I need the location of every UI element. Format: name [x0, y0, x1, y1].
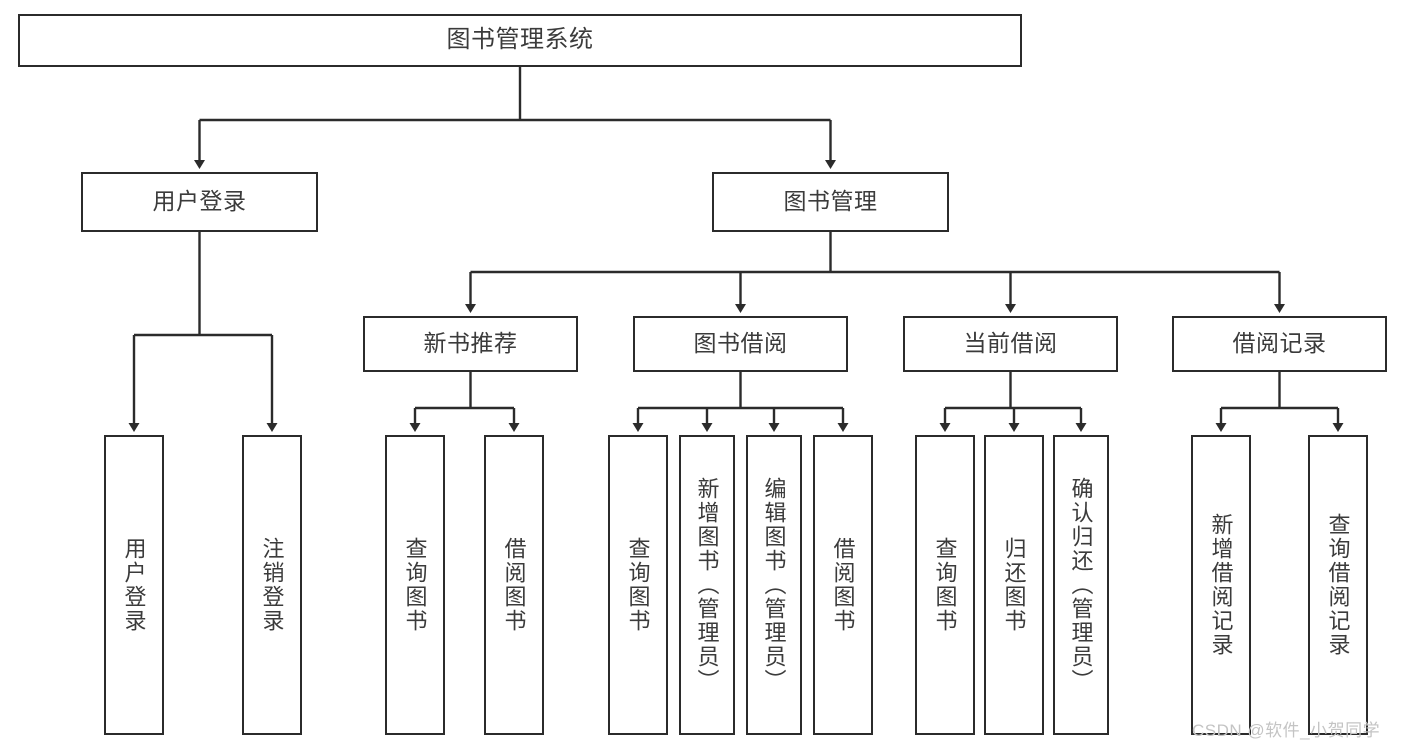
node-label-root: 图书管理系统: [446, 26, 594, 54]
node-l3-query-book-b[interactable]: 查询图书: [608, 435, 668, 735]
node-label-l3-borrow-book-a: 借阅图书: [501, 537, 527, 633]
node-l3-borrow-book-b[interactable]: 借阅图书: [813, 435, 873, 735]
node-label-l3-query-record: 查询借阅记录: [1325, 513, 1351, 657]
node-label-l2-borrow: 图书借阅: [693, 330, 788, 357]
node-label-l3-query-book-a: 查询图书: [402, 537, 428, 633]
node-l3-query-book-a[interactable]: 查询图书: [385, 435, 445, 735]
node-l3-confirm-return[interactable]: 确认归还（管理员）: [1053, 435, 1109, 735]
node-label-l3-confirm-return: 确认归还（管理员）: [1068, 477, 1094, 693]
node-l3-edit-book[interactable]: 编辑图书（管理员）: [746, 435, 802, 735]
node-l3-return-book[interactable]: 归还图书: [984, 435, 1044, 735]
node-label-l1-login: 用户登录: [152, 188, 247, 215]
node-label-l3-edit-book: 编辑图书（管理员）: [761, 477, 787, 693]
node-label-l2-new-book-rec: 新书推荐: [423, 330, 518, 357]
node-l2-borrow-record[interactable]: 借阅记录: [1172, 316, 1387, 372]
node-label-l3-return-book: 归还图书: [1001, 537, 1027, 633]
node-l3-query-record[interactable]: 查询借阅记录: [1308, 435, 1368, 735]
node-label-l3-add-record: 新增借阅记录: [1208, 513, 1234, 657]
node-label-l3-user-login: 用户登录: [121, 537, 147, 633]
node-l2-borrow[interactable]: 图书借阅: [633, 316, 848, 372]
node-l3-query-book-c[interactable]: 查询图书: [915, 435, 975, 735]
node-label-l3-query-book-c: 查询图书: [932, 537, 958, 633]
node-l2-new-book-rec[interactable]: 新书推荐: [363, 316, 578, 372]
node-l3-user-login[interactable]: 用户登录: [104, 435, 164, 735]
node-label-l1-book-mgmt: 图书管理: [783, 188, 878, 215]
node-l3-add-book[interactable]: 新增图书（管理员）: [679, 435, 735, 735]
node-root[interactable]: 图书管理系统: [18, 14, 1022, 67]
node-label-l2-borrow-record: 借阅记录: [1232, 330, 1327, 357]
node-l1-login[interactable]: 用户登录: [81, 172, 318, 232]
node-l3-logout[interactable]: 注销登录: [242, 435, 302, 735]
node-label-l3-logout: 注销登录: [259, 537, 285, 633]
node-l3-add-record[interactable]: 新增借阅记录: [1191, 435, 1251, 735]
watermark-label: CSDN @软件_小贺同学: [1192, 721, 1381, 740]
node-label-l3-add-book: 新增图书（管理员）: [694, 477, 720, 693]
node-label-l3-query-book-b: 查询图书: [625, 537, 651, 633]
node-l3-borrow-book-a[interactable]: 借阅图书: [484, 435, 544, 735]
node-l1-book-mgmt[interactable]: 图书管理: [712, 172, 949, 232]
node-label-l3-borrow-book-b: 借阅图书: [830, 537, 856, 633]
node-label-l2-current-borrow: 当前借阅: [963, 330, 1058, 357]
node-l2-current-borrow[interactable]: 当前借阅: [903, 316, 1118, 372]
